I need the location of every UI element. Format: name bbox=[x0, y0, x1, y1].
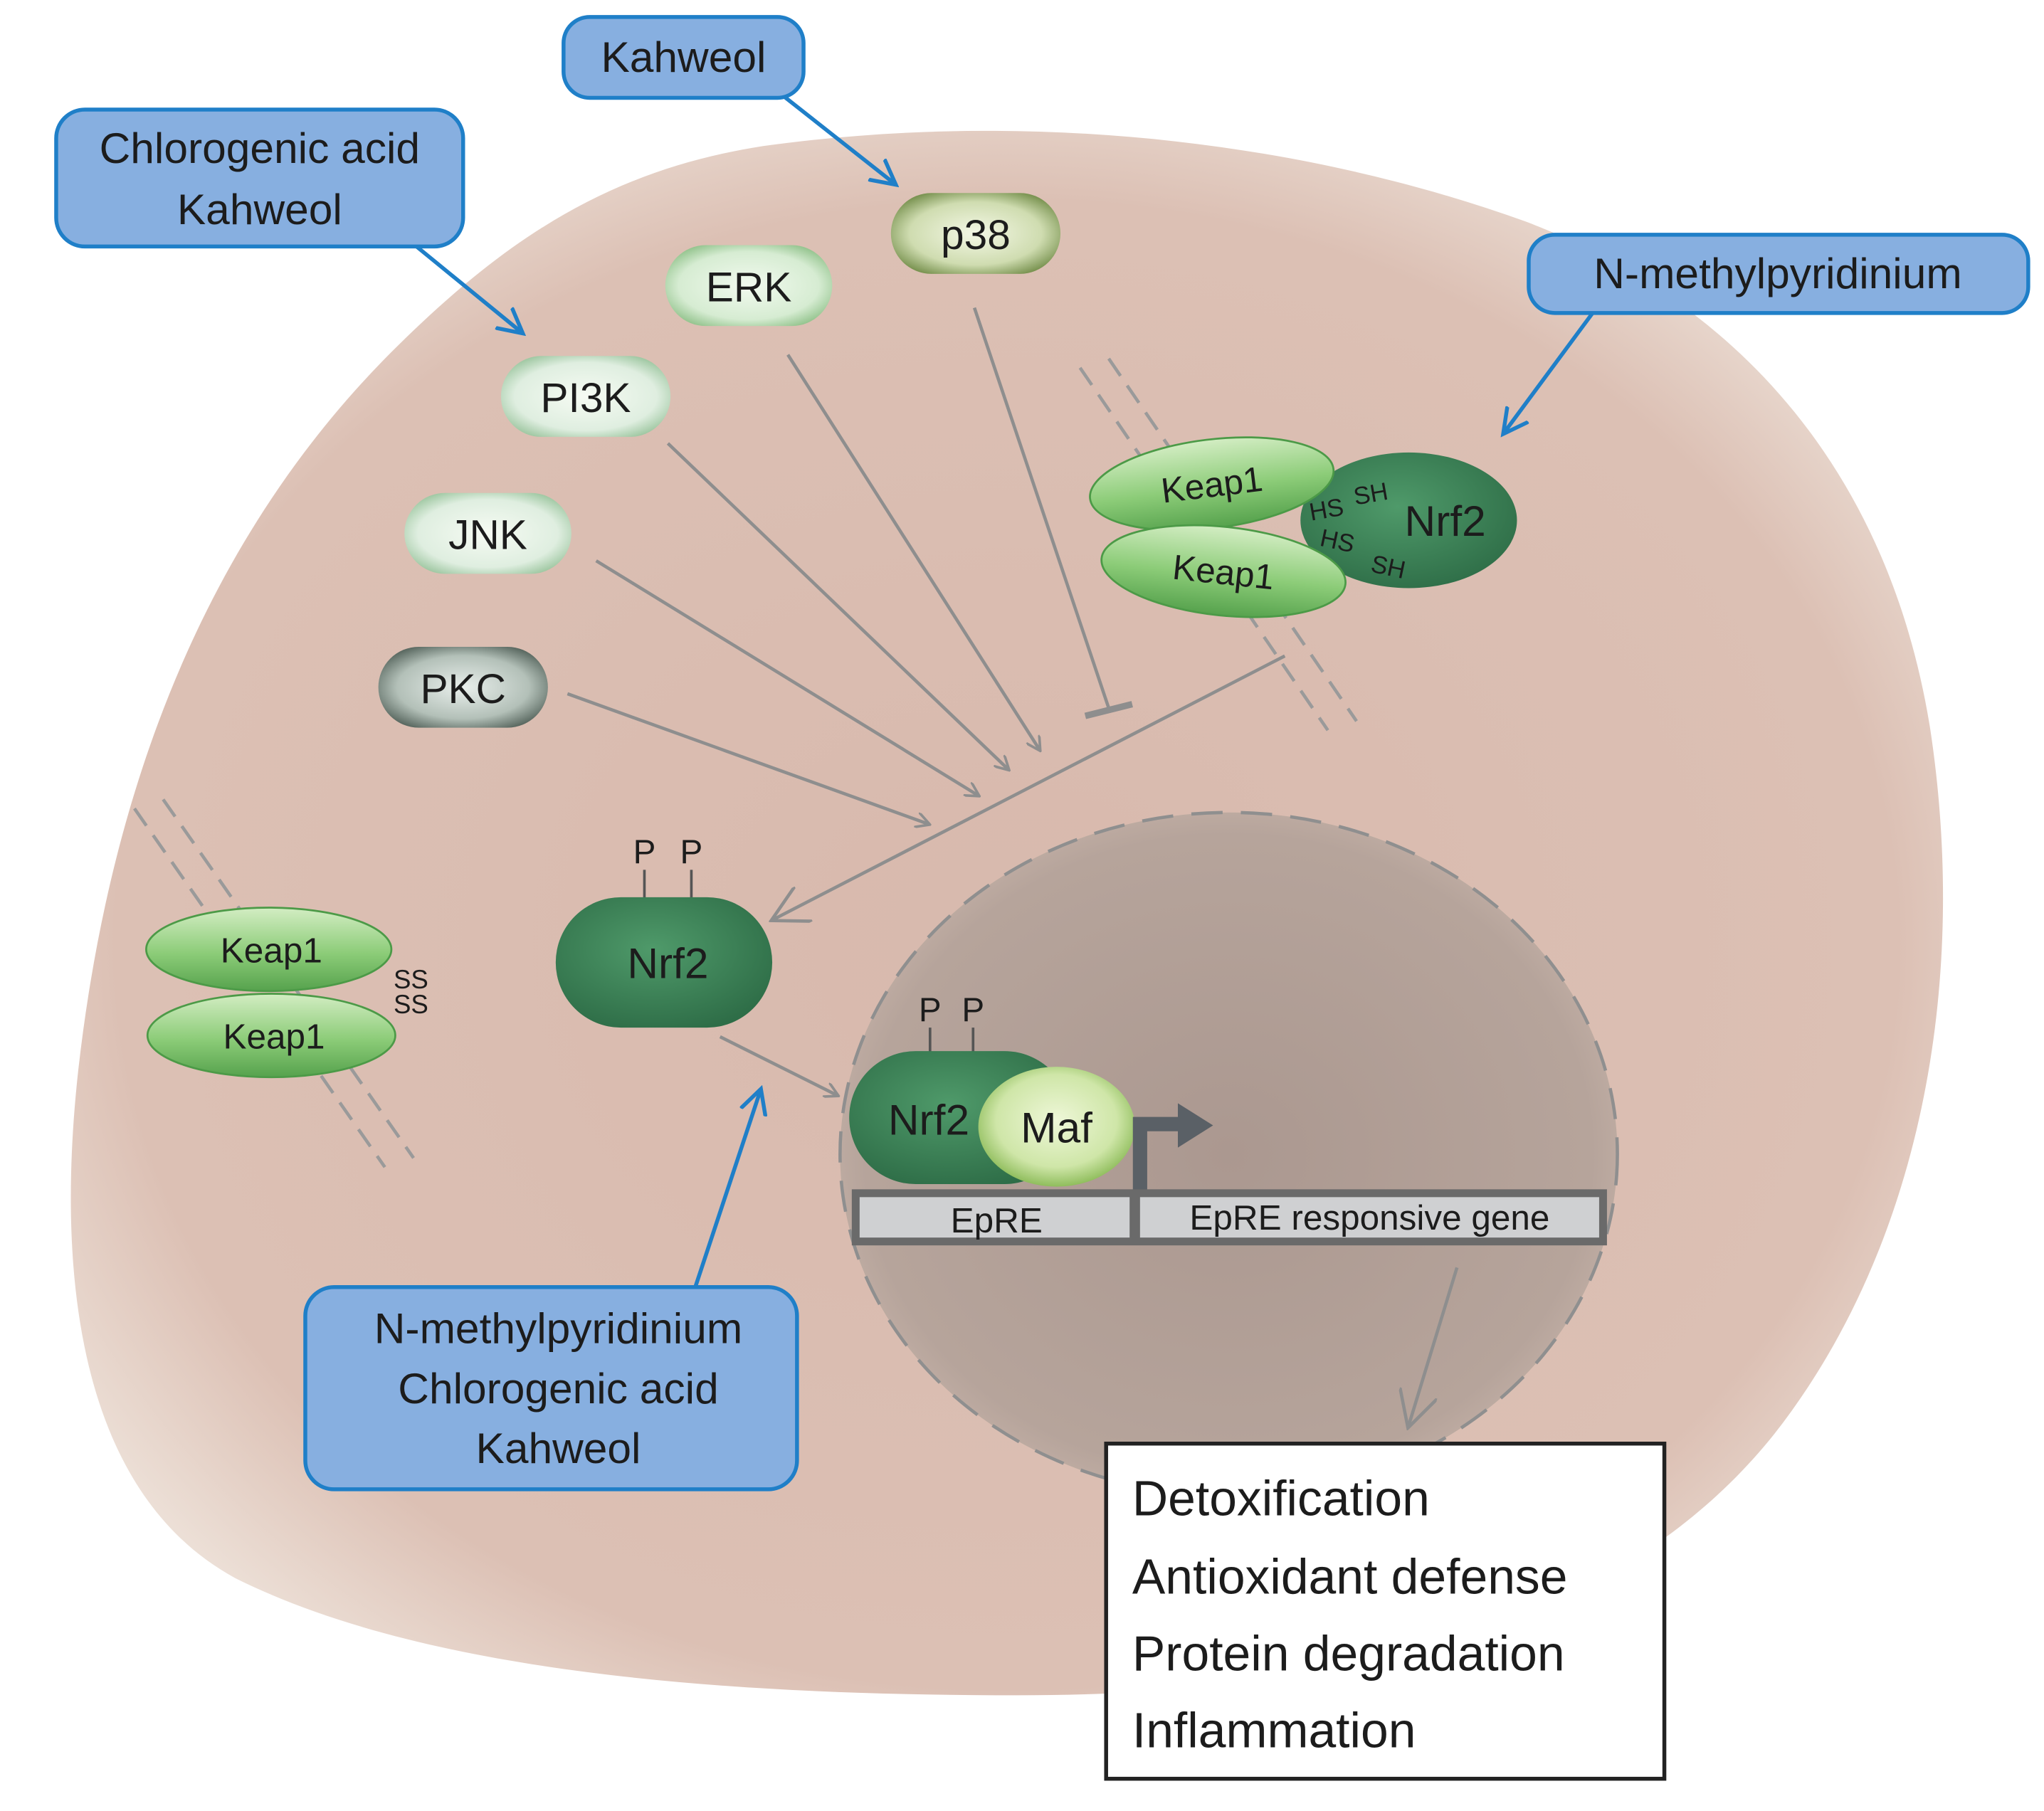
kinase-jnk: JNK bbox=[404, 492, 571, 574]
erk-arrow bbox=[786, 354, 1040, 749]
p38-inhibition-bar bbox=[1084, 701, 1133, 719]
epre-label: EpRE bbox=[951, 1201, 1043, 1240]
keap1-bottom bbox=[146, 993, 396, 1079]
thiol-label: SH bbox=[1352, 477, 1390, 511]
promoter-arrow-icon bbox=[1132, 1103, 1213, 1198]
phosphate-label: P bbox=[919, 991, 942, 1029]
top-left-callout-arrow bbox=[413, 243, 522, 333]
callout-top-right: N-methylpyridinium bbox=[1527, 233, 2030, 315]
compound-arrows bbox=[413, 90, 1594, 1288]
phosphate-label: P bbox=[633, 833, 656, 871]
callout-text: Kahweol bbox=[601, 33, 766, 81]
thiol-label: SH bbox=[1369, 550, 1408, 584]
kinase-label: PKC bbox=[420, 666, 506, 712]
disulfide-label: SS bbox=[394, 990, 428, 1019]
kinase-erk: ERK bbox=[665, 245, 833, 327]
translocation-arrow bbox=[719, 1035, 838, 1095]
membrane-marks-right bbox=[1078, 357, 1358, 732]
keap1-label: Keap1 bbox=[221, 931, 322, 970]
thiol-label: HS bbox=[1317, 524, 1356, 558]
keap1-label: Keap1 bbox=[223, 1017, 325, 1056]
membrane-marks-left bbox=[133, 798, 415, 1168]
phosphate-label: P bbox=[680, 833, 703, 871]
nrf2-bound bbox=[1300, 452, 1517, 588]
top-center-callout-arrow bbox=[776, 90, 895, 184]
callout-text: N-methylpyridinium bbox=[374, 1304, 742, 1353]
nrf2-label: Nrf2 bbox=[1405, 497, 1486, 545]
callout-text: Chlorogenic acid bbox=[398, 1364, 718, 1413]
kinase-p38: p38 bbox=[890, 193, 1061, 274]
gene-label: EpRE responsive gene bbox=[1189, 1198, 1549, 1237]
gene-output-arrow bbox=[1408, 1267, 1459, 1425]
kinase-label: ERK bbox=[706, 264, 792, 310]
jnk-arrow bbox=[595, 559, 979, 796]
keap1-bottom bbox=[1100, 524, 1347, 618]
callout-text: Kahweol bbox=[476, 1424, 641, 1472]
outcomes-box: Detoxification Antioxidant defense Prote… bbox=[1104, 1441, 1667, 1781]
kinase-label: p38 bbox=[941, 212, 1011, 258]
nrf2-phosphorylated: P P Nrf2 bbox=[555, 833, 773, 1028]
kinase-arrows bbox=[567, 307, 1459, 1425]
thiol-label: HS bbox=[1307, 493, 1346, 527]
outcome-item: Protein degradation bbox=[1132, 1626, 1565, 1681]
callout-text: Kahweol bbox=[177, 185, 342, 233]
callout-bottom: N-methylpyridinium Chlorogenic acid Kahw… bbox=[303, 1285, 799, 1491]
disulfide-label: SS bbox=[394, 965, 428, 994]
callout-top-left: Chlorogenic acid Kahweol bbox=[54, 107, 465, 249]
dna-strand: EpRE EpRE responsive gene bbox=[851, 1189, 1607, 1246]
callout-text: Chlorogenic acid bbox=[100, 124, 420, 172]
outcome-item: Inflammation bbox=[1132, 1703, 1416, 1758]
kinase-pi3k: PI3K bbox=[500, 356, 671, 437]
keap1-nrf2-complex: Keap1 Keap1 Nrf2 HS SH HS SH bbox=[1089, 436, 1517, 618]
nuclear-complex: P P Nrf2 Maf bbox=[849, 991, 1135, 1187]
outcome-item: Antioxidant defense bbox=[1132, 1548, 1568, 1604]
pi3k-arrow bbox=[666, 442, 1008, 769]
kinase-label: JNK bbox=[448, 512, 527, 559]
keap1-dimer-oxidised: Keap1 Keap1 SS SS bbox=[145, 907, 428, 1079]
release-arrow bbox=[774, 654, 1286, 919]
kinase-pkc: PKC bbox=[378, 646, 548, 728]
callout-text: N-methylpyridinium bbox=[1593, 249, 1961, 297]
outcome-item: Detoxification bbox=[1132, 1470, 1430, 1526]
keap1-top bbox=[145, 907, 393, 993]
phosphate-label: P bbox=[962, 991, 984, 1029]
maf-label: Maf bbox=[1021, 1103, 1092, 1151]
pkc-arrow bbox=[567, 692, 929, 824]
callout-top-center: Kahweol bbox=[562, 15, 806, 100]
top-right-callout-arrow bbox=[1504, 312, 1594, 433]
nrf2-label: Nrf2 bbox=[627, 939, 708, 987]
p38-inhibition-line bbox=[972, 307, 1111, 709]
nrf2-label: Nrf2 bbox=[888, 1095, 969, 1144]
bottom-callout-arrow bbox=[693, 1090, 761, 1288]
kinase-label: PI3K bbox=[540, 375, 631, 421]
